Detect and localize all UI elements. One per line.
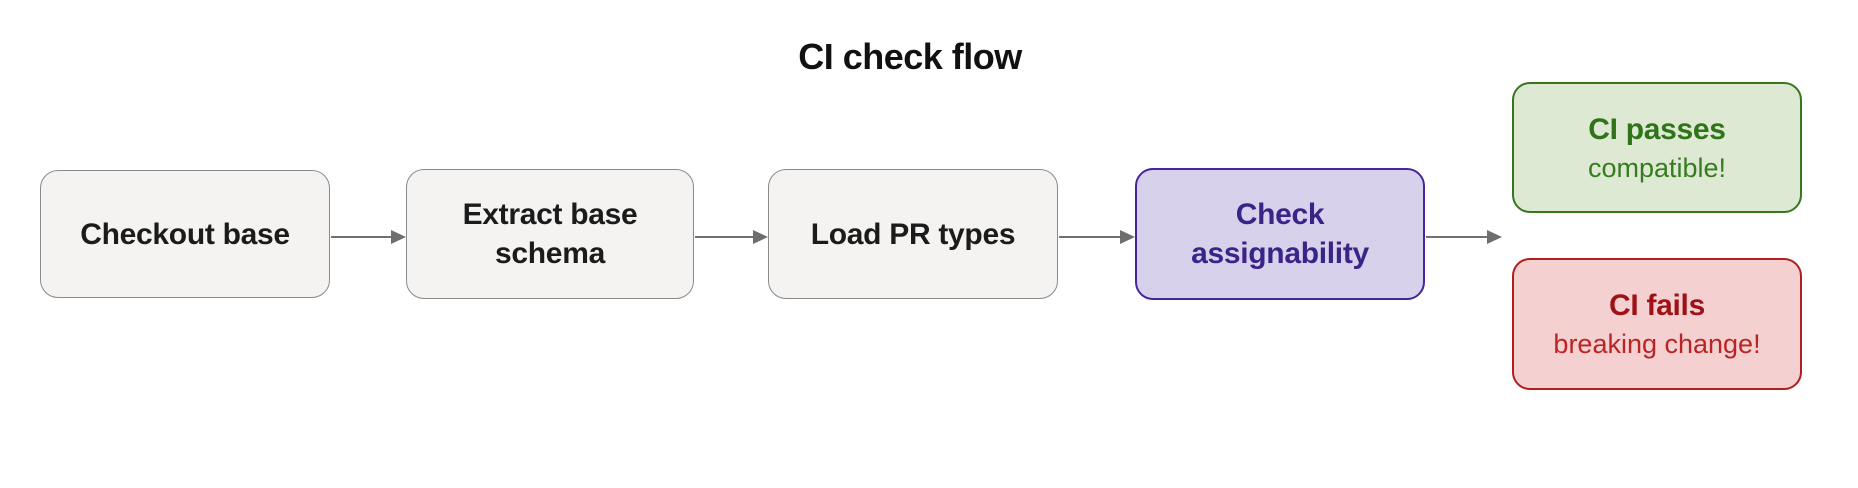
- arrow-head-icon: [391, 230, 406, 244]
- node-checkout-base: Checkout base: [40, 170, 330, 298]
- arrow-shaft: [1059, 236, 1123, 238]
- arrow-extract-to-load: [695, 229, 768, 245]
- node-label: Extract base schema: [462, 198, 638, 270]
- node-check-assignability: Check assignability: [1135, 168, 1425, 300]
- arrow-shaft: [695, 236, 756, 238]
- node-sublabel: breaking change!: [1553, 329, 1761, 360]
- node-label: Check assignability: [1191, 198, 1369, 270]
- node-extract-base-schema: Extract base schema: [406, 169, 694, 299]
- node-ci-passes: CI passes compatible!: [1512, 82, 1802, 213]
- node-label: CI passes: [1588, 112, 1726, 146]
- arrow-shaft: [331, 236, 394, 238]
- node-ci-fails: CI fails breaking change!: [1512, 258, 1802, 390]
- arrow-check-to-outcomes: [1426, 229, 1502, 245]
- arrow-head-icon: [1120, 230, 1135, 244]
- node-sublabel: compatible!: [1587, 152, 1727, 183]
- arrow-load-to-check: [1059, 229, 1135, 245]
- arrow-head-icon: [753, 230, 768, 244]
- node-label: Load PR types: [810, 217, 1016, 251]
- node-label: Checkout base: [80, 217, 290, 251]
- diagram-title: CI check flow: [798, 36, 1022, 77]
- arrow-head-icon: [1487, 230, 1502, 244]
- node-label: CI fails: [1609, 289, 1705, 323]
- arrow-checkout-to-extract: [331, 229, 406, 245]
- node-load-pr-types: Load PR types: [768, 169, 1058, 299]
- arrow-shaft: [1426, 236, 1490, 238]
